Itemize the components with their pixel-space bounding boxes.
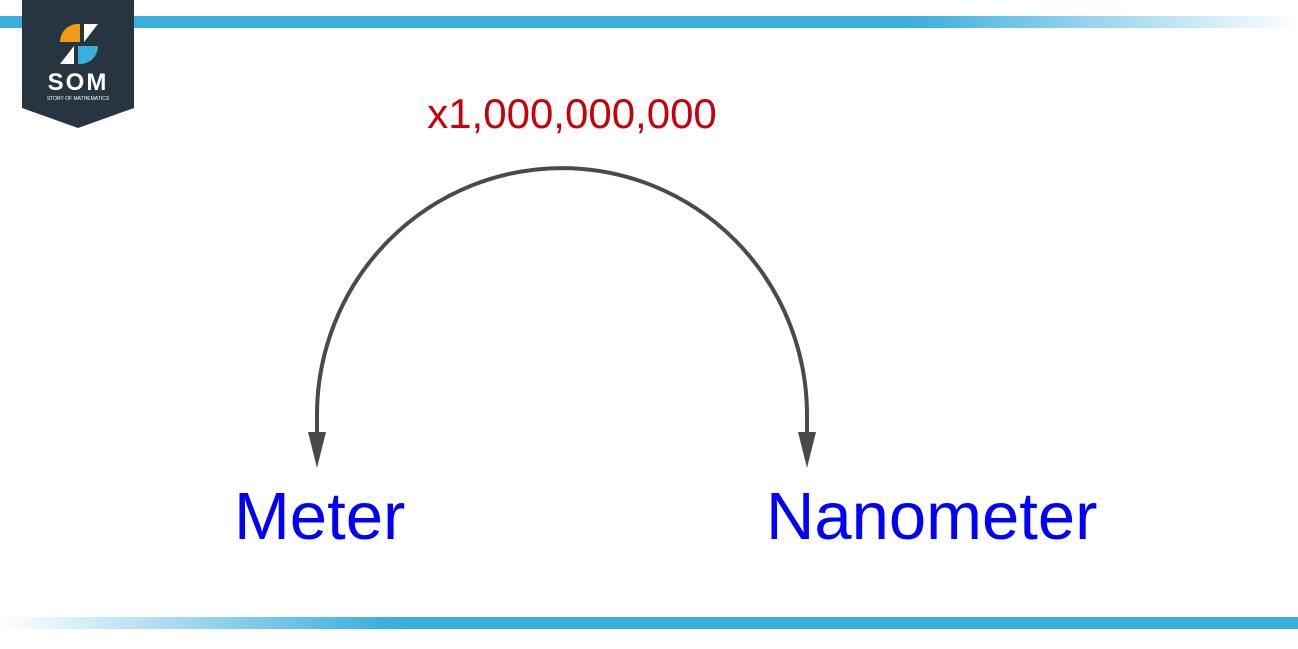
to-unit-label: Nanometer: [766, 479, 1098, 554]
arc-curve: [315, 166, 809, 435]
logo-tagline: STORY OF MATHEMATICS: [47, 96, 110, 102]
som-logo: SOM STORY OF MATHEMATICS: [22, 0, 134, 128]
arrowhead-left-icon: [308, 432, 326, 468]
arrowhead-right-icon: [798, 432, 816, 468]
logo-text: SOM: [48, 69, 109, 96]
conversion-factor: x1,000,000,000: [427, 90, 717, 137]
bottom-accent-bar: [0, 617, 1298, 629]
top-accent-bar: [0, 16, 1298, 28]
from-unit-label: Meter: [234, 479, 406, 554]
